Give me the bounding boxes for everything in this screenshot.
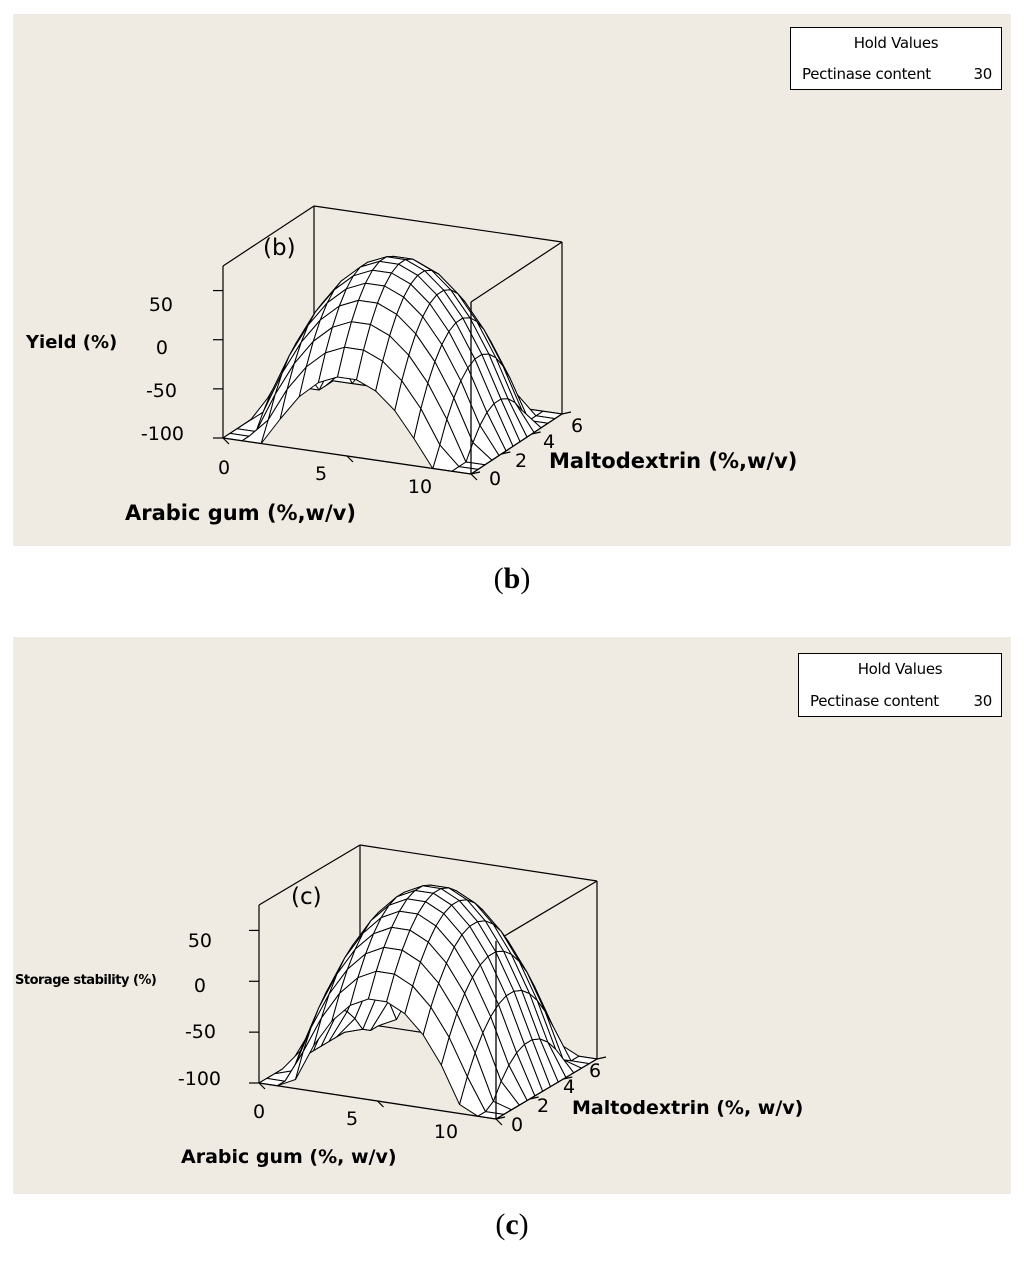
y-tick-label: 6 xyxy=(571,415,583,437)
y-tick xyxy=(495,1116,506,1120)
z-tick-label: 50 xyxy=(188,930,212,952)
x-axis-label-c: Arabic gum (%, w/v) xyxy=(181,1146,397,1168)
figure-caption-c: (c) xyxy=(495,1208,529,1241)
hold-values-box-b: Hold Values Pectinase content 30 xyxy=(790,27,1002,90)
z-axis-label-c: Storage stability (%) xyxy=(15,973,156,988)
box-edge xyxy=(470,413,563,475)
y-tick-label: 6 xyxy=(589,1060,601,1082)
hold-values-title: Hold Values xyxy=(853,34,939,52)
y-tick-label: 2 xyxy=(515,450,527,472)
chart-panel-b: (b) Yield (%) 50 0 -50 -100 0 5 10 0 2 4… xyxy=(13,14,1011,546)
box-edge xyxy=(495,880,598,942)
surface-mesh-b xyxy=(222,255,563,475)
x-axis-label-b: Arabic gum (%,w/v) xyxy=(125,501,356,525)
surface-mesh-c xyxy=(258,884,598,1120)
z-tick-label: -100 xyxy=(141,423,184,445)
figure-caption-b: (b) xyxy=(493,562,531,595)
chart-panel-c: (c) Storage stability (%) 50 0 -50 -100 … xyxy=(13,637,1011,1194)
x-tick-label: 10 xyxy=(408,476,432,498)
box-edge xyxy=(470,241,563,303)
y-tick xyxy=(561,411,572,415)
x-tick-label: 5 xyxy=(346,1108,358,1130)
x-tick xyxy=(377,1100,384,1108)
y-tick xyxy=(529,1096,539,1100)
y-tick-label: 0 xyxy=(511,1114,523,1136)
x-tick-label: 10 xyxy=(434,1121,458,1143)
y-tick xyxy=(501,451,511,455)
z-tick-label: -50 xyxy=(185,1021,216,1043)
hold-values-title: Hold Values xyxy=(857,660,943,678)
box-edge xyxy=(258,844,361,906)
surface-cell xyxy=(386,973,414,1015)
box-edge xyxy=(313,205,563,243)
surface-plot-b: (b) Yield (%) 50 0 -50 -100 0 5 10 0 2 4… xyxy=(25,205,797,525)
y-tick xyxy=(563,1076,573,1080)
z-tick-label: 50 xyxy=(149,294,173,316)
y-tick-label: 0 xyxy=(489,468,501,490)
caption-letter-b: b xyxy=(503,562,521,595)
caption-letter-c: c xyxy=(505,1208,519,1241)
box-edge xyxy=(495,1058,598,1120)
x-tick-label: 5 xyxy=(315,463,327,485)
z-tick-label: -100 xyxy=(178,1068,221,1090)
hold-values-label: Pectinase content xyxy=(802,65,931,83)
surface-plot-c: (c) Storage stability (%) 50 0 -50 -100 … xyxy=(15,844,803,1168)
box-edge xyxy=(222,205,315,267)
x-tick xyxy=(258,1082,266,1090)
surface-cell xyxy=(356,349,384,392)
hold-values-value: 30 xyxy=(973,65,993,83)
y-tick xyxy=(470,471,481,475)
z-tick-label: -50 xyxy=(146,380,177,402)
z-tick-label: 0 xyxy=(156,337,168,359)
x-tick-label: 0 xyxy=(253,1101,265,1123)
hold-values-label: Pectinase content xyxy=(810,692,939,710)
hold-values-box-c: Hold Values Pectinase content 30 xyxy=(798,653,1002,717)
y-tick-label: 4 xyxy=(563,1076,575,1098)
panel-label-b: (b) xyxy=(263,235,296,261)
y-tick xyxy=(596,1056,607,1060)
x-tick xyxy=(346,455,354,463)
y-tick-label: 2 xyxy=(537,1095,549,1117)
x-tick xyxy=(495,1118,503,1126)
y-axis-label-c: Maltodextrin (%, w/v) xyxy=(572,1097,803,1119)
y-tick-label: 4 xyxy=(543,431,555,453)
x-tick-label: 0 xyxy=(218,457,230,479)
z-axis-label-b: Yield (%) xyxy=(25,332,117,353)
z-tick-label: 0 xyxy=(194,975,206,997)
y-axis-label-b: Maltodextrin (%,w/v) xyxy=(549,449,797,473)
panel-label-c: (c) xyxy=(291,884,322,910)
hold-values-value: 30 xyxy=(973,692,993,710)
box-edge xyxy=(359,844,598,882)
x-tick xyxy=(470,473,478,481)
x-tick xyxy=(222,437,230,445)
y-tick xyxy=(531,431,541,435)
